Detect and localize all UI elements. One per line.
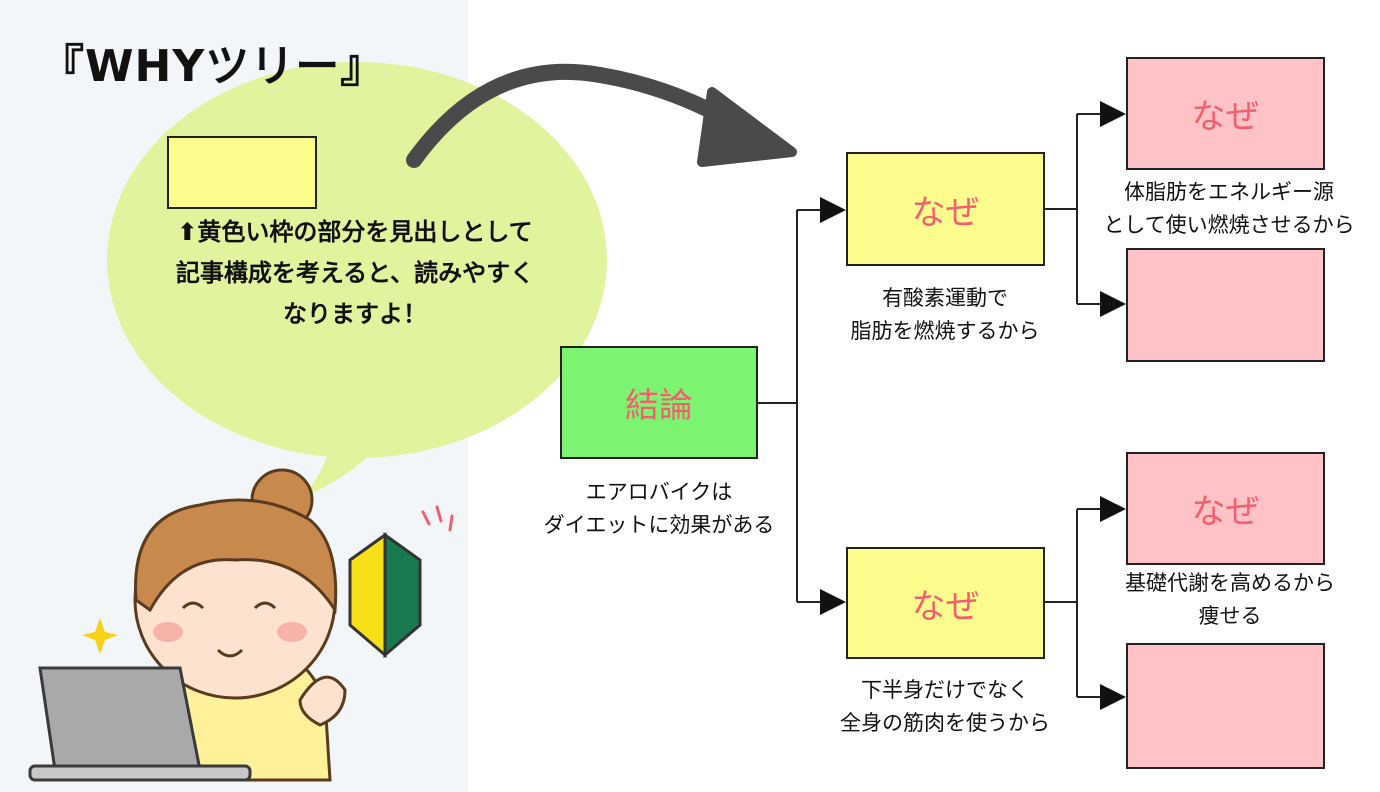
- bubble-line: 記事構成を考えると、読みやすく: [175, 259, 535, 287]
- curved-arrow-icon: [406, 63, 797, 168]
- caption-line: 基礎代謝を高めるから: [1125, 571, 1335, 595]
- why-leaf-bottom-1: なぜ: [1126, 452, 1325, 565]
- why-caption-bottom: 下半身だけでなく 全身の筋肉を使うから: [800, 674, 1090, 740]
- leaf-caption-bottom-1: 基礎代謝を高めるから 痩せる: [1085, 567, 1375, 633]
- caption-line: 痩せる: [1198, 604, 1262, 628]
- why-label: なぜ: [911, 586, 980, 627]
- laptop-icon: [28, 666, 252, 782]
- bubble-message: ⬆黄色い枠の部分を見出しとして 記事構成を考えると、読みやすく なりますよ！: [140, 212, 570, 335]
- why-leaf-bottom-2: [1126, 643, 1325, 769]
- caption-line: 全身の筋肉を使うから: [840, 711, 1050, 735]
- why-box-top: なぜ: [846, 152, 1045, 266]
- why-label: なぜ: [911, 192, 980, 233]
- why-caption-top: 有酸素運動で 脂肪を燃焼するから: [800, 282, 1090, 348]
- conclusion-caption: エアロバイクは ダイエットに効果がある: [508, 476, 810, 542]
- why-label: なぜ: [1191, 492, 1260, 532]
- caption-line: 有酸素運動で: [882, 286, 1008, 310]
- conclusion-label: 結論: [625, 386, 693, 426]
- caption-line: 脂肪を燃焼するから: [850, 319, 1040, 343]
- conclusion-box: 結論: [560, 346, 758, 459]
- tree-arrowheads: [820, 101, 1126, 710]
- bubble-line: なりますよ！: [283, 300, 427, 328]
- beginner-mark-icon: [348, 532, 422, 659]
- caption-line: エアロバイクは: [585, 480, 733, 504]
- bubble-line: ⬆黄色い枠の部分を見出しとして: [177, 218, 533, 246]
- sparkle-icon: [82, 505, 454, 654]
- why-box-bottom: なぜ: [846, 547, 1045, 659]
- why-label: なぜ: [1191, 97, 1260, 137]
- yellow-frame-sample: [167, 136, 317, 209]
- caption-line: 下半身だけでなく: [861, 678, 1029, 702]
- caption-line: として使い燃焼させるから: [1103, 213, 1355, 237]
- why-leaf-top-2: [1126, 248, 1325, 362]
- caption-line: 体脂肪をエネルギー源: [1124, 180, 1334, 204]
- why-leaf-top-1: なぜ: [1126, 57, 1325, 170]
- tree-connectors: [758, 113, 1100, 698]
- leaf-caption-top-1: 体脂肪をエネルギー源 として使い燃焼させるから: [1080, 176, 1378, 242]
- page-title: 『WHYツリー』: [40, 41, 386, 92]
- caption-line: ダイエットに効果がある: [543, 513, 775, 537]
